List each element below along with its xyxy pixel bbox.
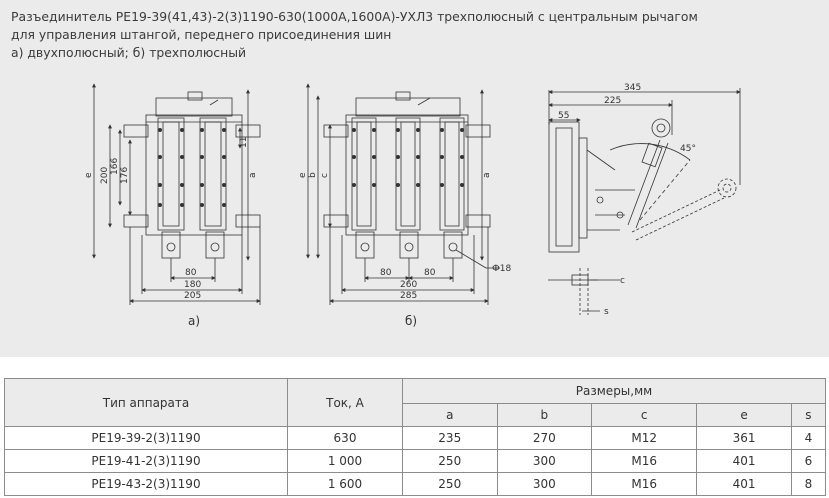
cell-c: М16 — [591, 449, 698, 473]
cell-e: 401 — [696, 472, 792, 496]
technical-drawing: 80 180 205 e 200 166 176 11 a а) — [84, 83, 741, 328]
header-dim-e: e — [696, 403, 792, 427]
dim-a-166: 166 — [110, 158, 120, 175]
dim-side-55: 55 — [558, 111, 569, 121]
dim-a-180: 180 — [184, 280, 201, 290]
cell-s: 8 — [790, 472, 827, 496]
cell-type: РЕ19-43-2(3)1190 — [4, 472, 288, 496]
cell-b: 270 — [496, 426, 593, 450]
table-row: РЕ19-41-2(3)1190 1 000 250 300 М16 401 6 — [4, 449, 827, 473]
header-current: Ток, А — [287, 378, 403, 427]
cell-c: М12 — [591, 426, 698, 450]
dim-b-phi18: Ф18 — [492, 264, 511, 274]
cell-current: 630 — [287, 426, 403, 450]
dim-a-176: 176 — [120, 167, 130, 184]
spec-table: Тип аппарата Ток, А Размеры,мм a b c e s… — [4, 378, 827, 496]
cell-a: 235 — [402, 426, 498, 450]
cell-type: РЕ19-39-2(3)1190 — [4, 426, 288, 450]
cell-a: 250 — [402, 472, 498, 496]
table-row: РЕ19-43-2(3)1190 1 600 250 300 М16 401 8 — [4, 472, 827, 496]
caption-line-2: для управления штангой, переднего присое… — [11, 27, 392, 42]
caption-line-3: а) двухполюсный; б) трехполюсный — [11, 45, 247, 60]
dim-b-80-right: 80 — [424, 268, 436, 278]
drawing-panel — [0, 0, 829, 357]
dim-a-11: 11 — [239, 137, 249, 148]
cell-a: 250 — [402, 449, 498, 473]
dim-side-225: 225 — [604, 96, 621, 106]
dim-side-c: c — [620, 276, 625, 286]
header-dim-s: s — [790, 403, 827, 427]
cell-current: 1 600 — [287, 472, 403, 496]
dim-b-80-left: 80 — [380, 268, 392, 278]
view-a-label: а) — [188, 314, 200, 328]
drawing-side-view — [548, 88, 741, 315]
header-dim-a: a — [402, 403, 498, 427]
dim-b-b: b — [308, 172, 318, 178]
header-dim-c: c — [591, 403, 698, 427]
dim-b-a: a — [482, 172, 492, 178]
dim-b-e: e — [298, 172, 308, 178]
header-type: Тип аппарата — [4, 378, 288, 427]
table-row: РЕ19-39-2(3)1190 630 235 270 М12 361 4 — [4, 426, 827, 450]
view-b-label: б) — [405, 314, 417, 328]
dim-a-200: 200 — [100, 167, 110, 184]
dim-a-205: 205 — [184, 291, 201, 301]
cell-type: РЕ19-41-2(3)1190 — [4, 449, 288, 473]
cell-current: 1 000 — [287, 449, 403, 473]
cell-b: 300 — [496, 449, 593, 473]
cell-e: 401 — [696, 449, 792, 473]
header-dimensions: Размеры,мм — [402, 378, 826, 404]
dim-a-80: 80 — [185, 268, 197, 278]
dim-side-s: s — [604, 307, 609, 317]
dim-a-e: e — [84, 172, 94, 178]
dim-side-345: 345 — [624, 83, 641, 93]
dim-a-a: a — [248, 172, 258, 178]
cell-e: 361 — [696, 426, 792, 450]
drawing-view-b — [306, 83, 500, 305]
cell-s: 6 — [790, 449, 827, 473]
dim-b-c: c — [320, 173, 330, 178]
cell-c: М16 — [591, 472, 698, 496]
dim-b-285: 285 — [400, 291, 417, 301]
dim-b-260: 260 — [400, 280, 417, 290]
header-dim-b: b — [496, 403, 593, 427]
caption-line-1: Разъединитель РЕ19-39(41,43)-2(3)1190-63… — [11, 9, 698, 24]
cell-b: 300 — [496, 472, 593, 496]
cell-s: 4 — [790, 426, 827, 450]
drawing-view-a — [92, 83, 261, 305]
dim-side-angle: 45° — [680, 144, 696, 154]
